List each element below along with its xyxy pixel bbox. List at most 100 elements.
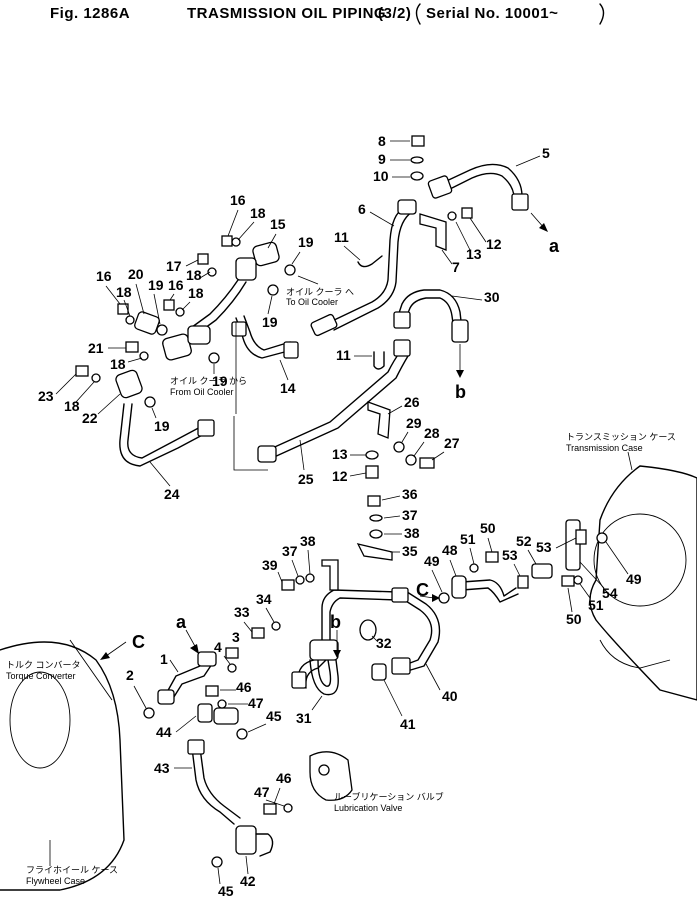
leader-4 bbox=[223, 655, 231, 665]
leader-29 bbox=[401, 431, 409, 443]
part-label-47b: 47 bbox=[254, 784, 270, 800]
part-label-20: 20 bbox=[128, 266, 144, 282]
pipe-25-end-fitting bbox=[257, 445, 277, 463]
pipe-40-inner bbox=[403, 589, 441, 673]
o-ring-32 bbox=[359, 619, 377, 641]
washer-37-left bbox=[295, 575, 305, 585]
bracket-38-mount bbox=[321, 559, 339, 591]
figure-number: Fig. 1286A bbox=[50, 5, 130, 22]
marker-b-bottom: b bbox=[330, 612, 341, 632]
caption-from-cooler-en: From Oil Cooler bbox=[170, 387, 234, 397]
arrow-c-left-head bbox=[100, 652, 110, 660]
part-label-16a: 16 bbox=[230, 192, 246, 208]
leader-2 bbox=[133, 685, 147, 709]
serial-range: Serial No. 10001~ bbox=[426, 5, 558, 22]
part-label-38b: 38 bbox=[300, 533, 316, 549]
part-label-41: 41 bbox=[400, 716, 416, 732]
leader-45b bbox=[217, 867, 221, 885]
washer-47-lower bbox=[283, 803, 293, 813]
lubrication-valve bbox=[309, 751, 353, 801]
arrow-a-bottom bbox=[185, 629, 197, 649]
part-label-22: 22 bbox=[82, 410, 98, 426]
leader-18c bbox=[123, 299, 131, 317]
arrow-c-right bbox=[419, 595, 435, 599]
part-label-15: 15 bbox=[270, 216, 286, 232]
part-label-10: 10 bbox=[373, 168, 389, 184]
part-label-51a: 51 bbox=[460, 531, 476, 547]
marker-a-top: a bbox=[549, 236, 560, 256]
marker-c-right: C bbox=[416, 580, 429, 600]
o-ring-19-e bbox=[144, 396, 156, 408]
leader-28 bbox=[413, 441, 425, 457]
part-label-40: 40 bbox=[442, 688, 458, 704]
caption-lube-jp: ルーブリケーション バルブ bbox=[334, 791, 444, 802]
part-label-54: 54 bbox=[602, 585, 618, 601]
leader-24 bbox=[149, 461, 171, 487]
caption-to-cooler-en: To Oil Cooler bbox=[286, 297, 338, 307]
pipe-30-end-fitting bbox=[451, 319, 469, 343]
part-label-7: 7 bbox=[452, 259, 460, 275]
leader-20 bbox=[135, 283, 145, 315]
part-label-11b: 11 bbox=[336, 347, 351, 363]
leader-40 bbox=[425, 663, 441, 691]
marker-b-top: b bbox=[455, 382, 466, 402]
part-label-30: 30 bbox=[484, 289, 500, 305]
lower-piping bbox=[0, 465, 697, 891]
part-label-18c: 18 bbox=[116, 284, 132, 300]
pipe-1-inner bbox=[171, 663, 213, 701]
pipe-5 bbox=[439, 163, 523, 197]
washer-18-b bbox=[207, 267, 217, 277]
pipe-24-inner bbox=[127, 403, 207, 459]
bolt-50-top bbox=[485, 551, 499, 563]
part-label-25: 25 bbox=[298, 471, 314, 487]
pipe-5-end-fitting bbox=[511, 193, 529, 211]
part-label-21: 21 bbox=[88, 340, 104, 356]
pipe-40-lower-fitting bbox=[391, 657, 411, 675]
leader-36 bbox=[381, 495, 401, 501]
washer-38 bbox=[369, 529, 383, 539]
leader-18a bbox=[237, 221, 255, 241]
pipe-40 bbox=[397, 595, 433, 667]
part-label-17: 17 bbox=[166, 258, 182, 274]
leader-19b bbox=[267, 295, 273, 315]
adapter-41 bbox=[371, 663, 387, 681]
part-label-31: 31 bbox=[296, 710, 312, 726]
leader-54 bbox=[579, 561, 605, 589]
leader-5 bbox=[515, 155, 541, 167]
bolt-8 bbox=[411, 135, 425, 147]
pipe-14-end-fitting bbox=[283, 341, 299, 359]
leader-15 bbox=[267, 233, 277, 249]
part-label-43: 43 bbox=[154, 760, 170, 776]
caption-from-cooler-jp: オイル クーラ から bbox=[170, 376, 247, 386]
leader-11a bbox=[343, 245, 361, 261]
part-label-36: 36 bbox=[402, 486, 418, 502]
leader-50a bbox=[487, 537, 493, 553]
leader-32 bbox=[371, 635, 379, 643]
bracket-35 bbox=[356, 543, 393, 561]
block-20 bbox=[134, 311, 160, 335]
caption-transmission-jp: トランスミッション ケース bbox=[566, 432, 676, 442]
pipe-25-fitting bbox=[393, 339, 411, 357]
bolt-23 bbox=[75, 365, 89, 377]
part-label-46a: 46 bbox=[236, 679, 252, 695]
leader-16b bbox=[105, 285, 121, 305]
leader-19c bbox=[153, 293, 161, 325]
leader-1 bbox=[169, 659, 179, 673]
washer-9 bbox=[410, 156, 424, 164]
leader-34 bbox=[265, 607, 275, 623]
part-label-23: 23 bbox=[38, 388, 54, 404]
o-ring-49-left bbox=[438, 592, 450, 604]
flange-20 bbox=[187, 325, 211, 345]
part-label-8: 8 bbox=[378, 133, 386, 149]
marker-c-left: C bbox=[132, 632, 145, 652]
leader-41 bbox=[383, 679, 403, 717]
flange-48 bbox=[451, 575, 467, 599]
leader-17 bbox=[185, 259, 199, 267]
block-42 bbox=[235, 825, 257, 855]
pipe-6 bbox=[329, 207, 405, 323]
part-label-52: 52 bbox=[516, 533, 532, 549]
bracket-7 bbox=[419, 213, 447, 251]
flange-15 bbox=[235, 257, 257, 281]
washer-34 bbox=[271, 621, 281, 631]
washer-4 bbox=[227, 663, 237, 673]
